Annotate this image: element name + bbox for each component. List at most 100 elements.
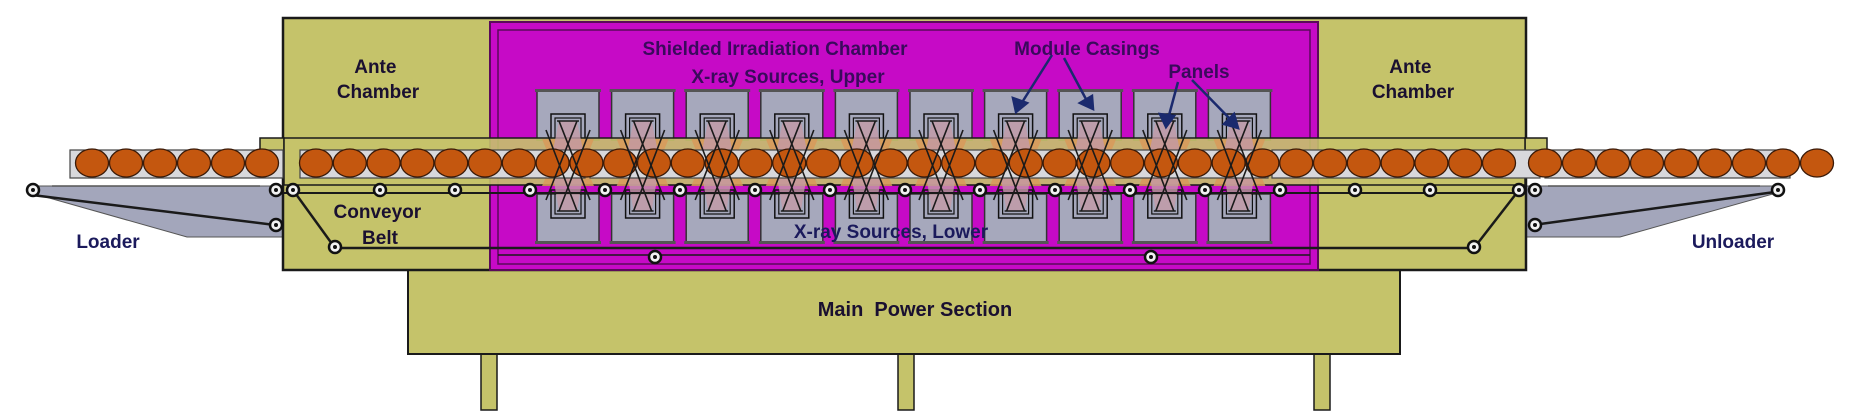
roller-hub: [528, 188, 532, 192]
panels-label: Panels: [1168, 62, 1229, 83]
module-casing-cap: [684, 89, 751, 92]
module-casing-cap: [1131, 241, 1198, 244]
beam-line: [558, 120, 591, 201]
ante-chamber-right-label: Ante Chamber: [1372, 57, 1455, 103]
product-item: [142, 148, 178, 178]
beam-line: [545, 120, 578, 201]
beam-line: [843, 129, 877, 212]
product-item: [1042, 148, 1077, 178]
module-casing-cap: [1206, 89, 1273, 92]
beam-line: [769, 129, 802, 212]
beam-line: [707, 129, 740, 212]
product-item: [1595, 148, 1631, 178]
rollers: [25, 182, 1786, 265]
product-item: [1765, 148, 1801, 178]
product-item: [366, 148, 401, 178]
product-item: [501, 148, 536, 178]
beam-line: [918, 129, 951, 212]
roller-hub: [678, 188, 682, 192]
product-item: [176, 148, 212, 178]
roller-hub: [453, 188, 457, 192]
roller-hub: [291, 188, 295, 192]
beam-lines: [545, 120, 1263, 212]
roller-hub: [903, 188, 907, 192]
products: [74, 148, 1835, 178]
product-item: [1799, 148, 1835, 178]
conveyor-belt-path: [291, 189, 1520, 256]
roller-hub: [1776, 188, 1780, 192]
shielded-chamber-label: Shielded Irradiation Chamber: [643, 39, 909, 60]
product-item: [1697, 148, 1733, 178]
product-item: [1414, 148, 1449, 178]
roller-hub: [1472, 245, 1476, 249]
roller-hub: [653, 255, 657, 259]
beam-line: [1080, 129, 1113, 212]
roller-hub: [828, 188, 832, 192]
roller-hub: [1053, 188, 1057, 192]
roller-hub: [1203, 188, 1207, 192]
module-casing-cap: [908, 241, 974, 244]
product-item: [210, 148, 246, 178]
module-casing-cap: [1206, 241, 1273, 244]
beam-line: [1005, 129, 1039, 212]
beam-line: [1229, 120, 1263, 201]
product-item: [1279, 148, 1314, 178]
roller-hub: [378, 188, 382, 192]
beam-line: [632, 120, 666, 201]
unloader: [1525, 185, 1781, 238]
conveyor-belt-label: Conveyor Belt: [334, 202, 427, 249]
module-casing-cap: [982, 241, 1049, 244]
roller-hub: [1353, 188, 1357, 192]
product-item: [1527, 148, 1563, 178]
product-item: [1561, 148, 1597, 178]
roller-hub: [274, 188, 278, 192]
support-leg: [897, 351, 915, 411]
beam-line: [1229, 129, 1263, 212]
beam-line: [1216, 129, 1250, 212]
module-casing-cap: [609, 241, 676, 244]
beam-line: [1067, 120, 1100, 201]
beam-line: [992, 120, 1026, 201]
product-item: [1629, 148, 1665, 178]
beam-line: [1005, 120, 1039, 201]
roller-hub: [978, 188, 982, 192]
product-item: [1312, 148, 1348, 178]
product-item: [74, 148, 110, 178]
product-item: [805, 148, 841, 178]
product-item: [941, 148, 976, 178]
support-legs: [480, 351, 1331, 411]
product-item: [108, 148, 144, 178]
unloader-label: Unloader: [1692, 232, 1775, 253]
beam-line: [931, 129, 964, 212]
product-item: [1245, 148, 1280, 178]
roller-hub: [1533, 223, 1537, 227]
module-casing-cap: [758, 241, 825, 244]
module-casing-cap: [684, 241, 751, 244]
module-casing-cap: [833, 89, 900, 92]
product-item: [738, 148, 773, 178]
product-item: [1211, 148, 1246, 178]
arrow-head: [1077, 93, 1095, 112]
beam-line: [931, 120, 964, 201]
module-casing-cap: [535, 241, 601, 244]
beam-line: [1155, 129, 1188, 212]
beam-line: [694, 120, 727, 201]
product-item: [400, 148, 435, 178]
beam-line: [1142, 120, 1175, 201]
product-item: [434, 148, 469, 178]
beam-line: [1067, 129, 1100, 212]
roller-hub: [1278, 188, 1282, 192]
beam-line: [769, 120, 802, 201]
roller-hub: [753, 188, 757, 192]
arrow-head: [1011, 96, 1030, 115]
beam-line: [1142, 129, 1175, 212]
roller-hub: [1517, 188, 1521, 192]
beam-line: [1155, 120, 1188, 201]
module-casing-cap: [609, 89, 676, 92]
module-casing-cap: [833, 241, 900, 244]
support-leg: [1313, 351, 1331, 411]
module-casing-cap: [908, 89, 974, 92]
product-item: [1731, 148, 1767, 178]
xray-lower-label: X-ray Sources, Lower: [794, 222, 989, 243]
product-item: [1177, 148, 1212, 178]
